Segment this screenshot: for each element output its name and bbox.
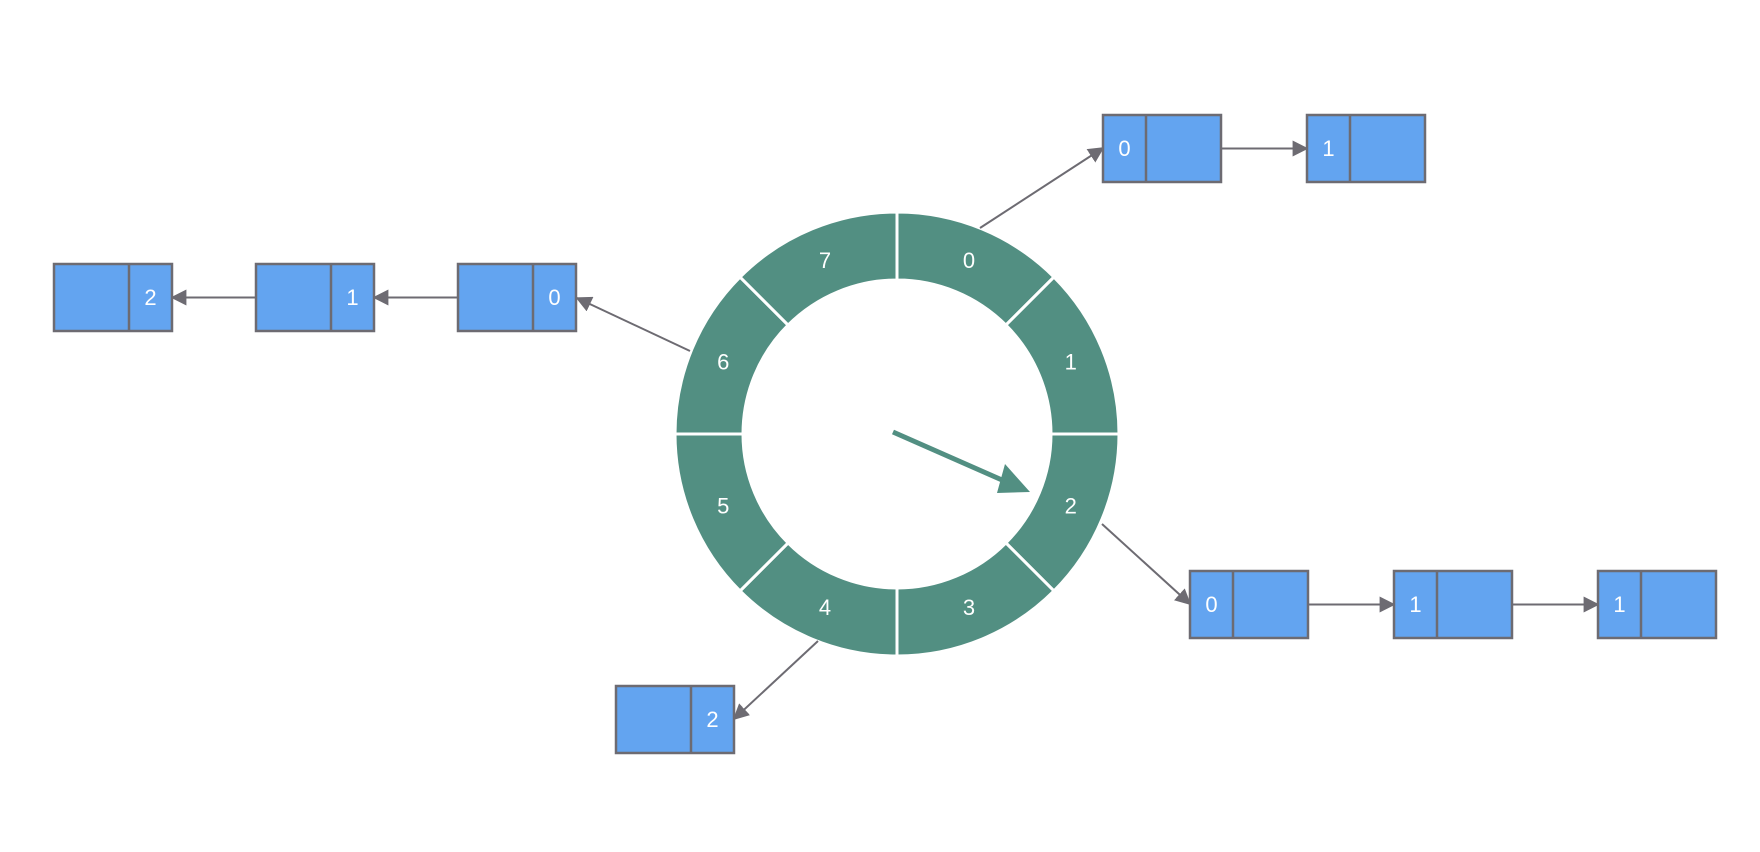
wheel-slot-label: 5 (717, 493, 729, 518)
wheel-slot-label: 2 (1065, 493, 1077, 518)
wheel-pointer (891, 429, 1030, 493)
node-box (614, 684, 736, 755)
node-box (52, 262, 174, 333)
list-node: 2 (52, 262, 174, 333)
bucket-pointer-arrow (575, 296, 691, 352)
wheel-slot-label: 3 (963, 595, 975, 620)
node-value: 2 (706, 707, 718, 732)
node-value: 0 (548, 285, 560, 310)
list-node: 1 (254, 262, 376, 333)
node-value: 0 (1118, 136, 1130, 161)
wheel-slot-7 (737, 210, 899, 328)
node-box (1188, 569, 1310, 640)
bucket-pointer-arrow (979, 147, 1105, 229)
list-node: 1 (1596, 569, 1718, 640)
node-value: 1 (346, 285, 358, 310)
node-value: 1 (1322, 136, 1334, 161)
wheel-slot-label: 1 (1065, 350, 1077, 375)
list-node: 0 (1188, 569, 1310, 640)
node-box (1392, 569, 1514, 640)
bucket-list-slot-6: 0 1 2 (52, 262, 691, 352)
list-node: 0 (456, 262, 578, 333)
node-box (1596, 569, 1718, 640)
node-box (1305, 113, 1427, 184)
wheel-slot-label: 0 (963, 248, 975, 273)
list-node: 0 (1101, 113, 1223, 184)
node-value: 2 (144, 285, 156, 310)
node-value: 0 (1205, 592, 1217, 617)
node-box (456, 262, 578, 333)
node-value: 1 (1613, 592, 1625, 617)
bucket-pointer-arrow (732, 640, 819, 721)
node-value: 1 (1409, 592, 1421, 617)
wheel-slot-label: 4 (819, 595, 831, 620)
node-box (254, 262, 376, 333)
wheel-slot-label: 6 (717, 350, 729, 375)
wheel-slot-label: 7 (819, 248, 831, 273)
timing-wheel: 0 1 2 3 4 5 6 7 (673, 210, 1121, 658)
list-node: 2 (614, 684, 736, 755)
bucket-list-slot-2: 0 1 1 (1101, 523, 1718, 640)
bucket-list-slot-4: 2 (614, 640, 819, 755)
node-box (1101, 113, 1223, 184)
list-node: 1 (1305, 113, 1427, 184)
list-node: 1 (1392, 569, 1514, 640)
bucket-pointer-arrow (1101, 523, 1192, 606)
